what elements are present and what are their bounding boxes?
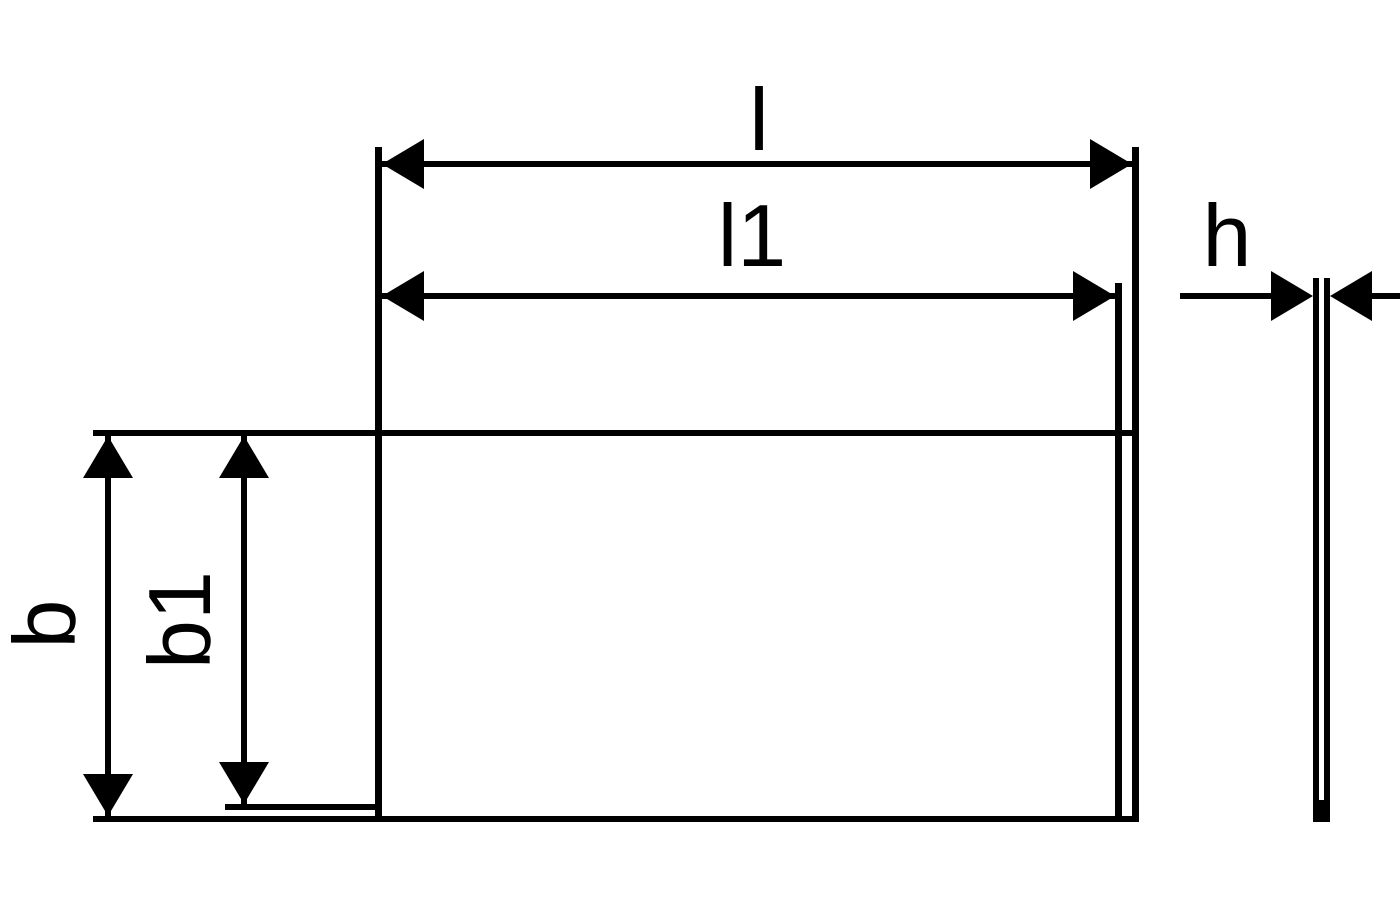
b-arrowhead-top-icon — [83, 436, 133, 478]
b-dimension-line — [105, 436, 111, 818]
inner-width-ledge-line — [225, 804, 382, 810]
dim-label-b1: b1 — [130, 571, 229, 669]
l-arrowhead-right-icon — [1090, 139, 1132, 189]
b1-dimension-line — [241, 436, 247, 804]
b-arrowhead-bottom-icon — [83, 774, 133, 816]
dim-label-l1: l1 — [717, 186, 787, 285]
dim-label-h: h — [1202, 186, 1252, 285]
plate-right-outer-edge-line — [1132, 147, 1139, 822]
plate-top-edge-line — [93, 430, 1139, 436]
dim-label-b: b — [0, 599, 94, 649]
h-arrowhead-left-icon — [1271, 271, 1313, 321]
side-view-bottom-cap — [1313, 800, 1330, 822]
plate-bottom-edge-line — [93, 816, 1139, 822]
b1-arrowhead-top-icon — [219, 436, 269, 478]
b1-arrowhead-bottom-icon — [219, 762, 269, 804]
dim-label-l: l — [749, 70, 769, 169]
l1-arrowhead-left-icon — [382, 271, 424, 321]
l1-dimension-line — [382, 293, 1115, 299]
h-dimension-line-left — [1180, 293, 1272, 299]
l-arrowhead-left-icon — [382, 139, 424, 189]
l-dimension-line — [382, 161, 1132, 167]
h-dimension-line-right — [1372, 293, 1400, 299]
side-view-right-edge-line — [1324, 278, 1330, 822]
plate-right-inner-edge-line — [1115, 283, 1122, 822]
plate-left-edge-extension-line — [375, 147, 382, 822]
l1-arrowhead-right-icon — [1073, 271, 1115, 321]
side-view-left-edge-line — [1313, 278, 1319, 822]
h-arrowhead-right-icon — [1330, 271, 1372, 321]
